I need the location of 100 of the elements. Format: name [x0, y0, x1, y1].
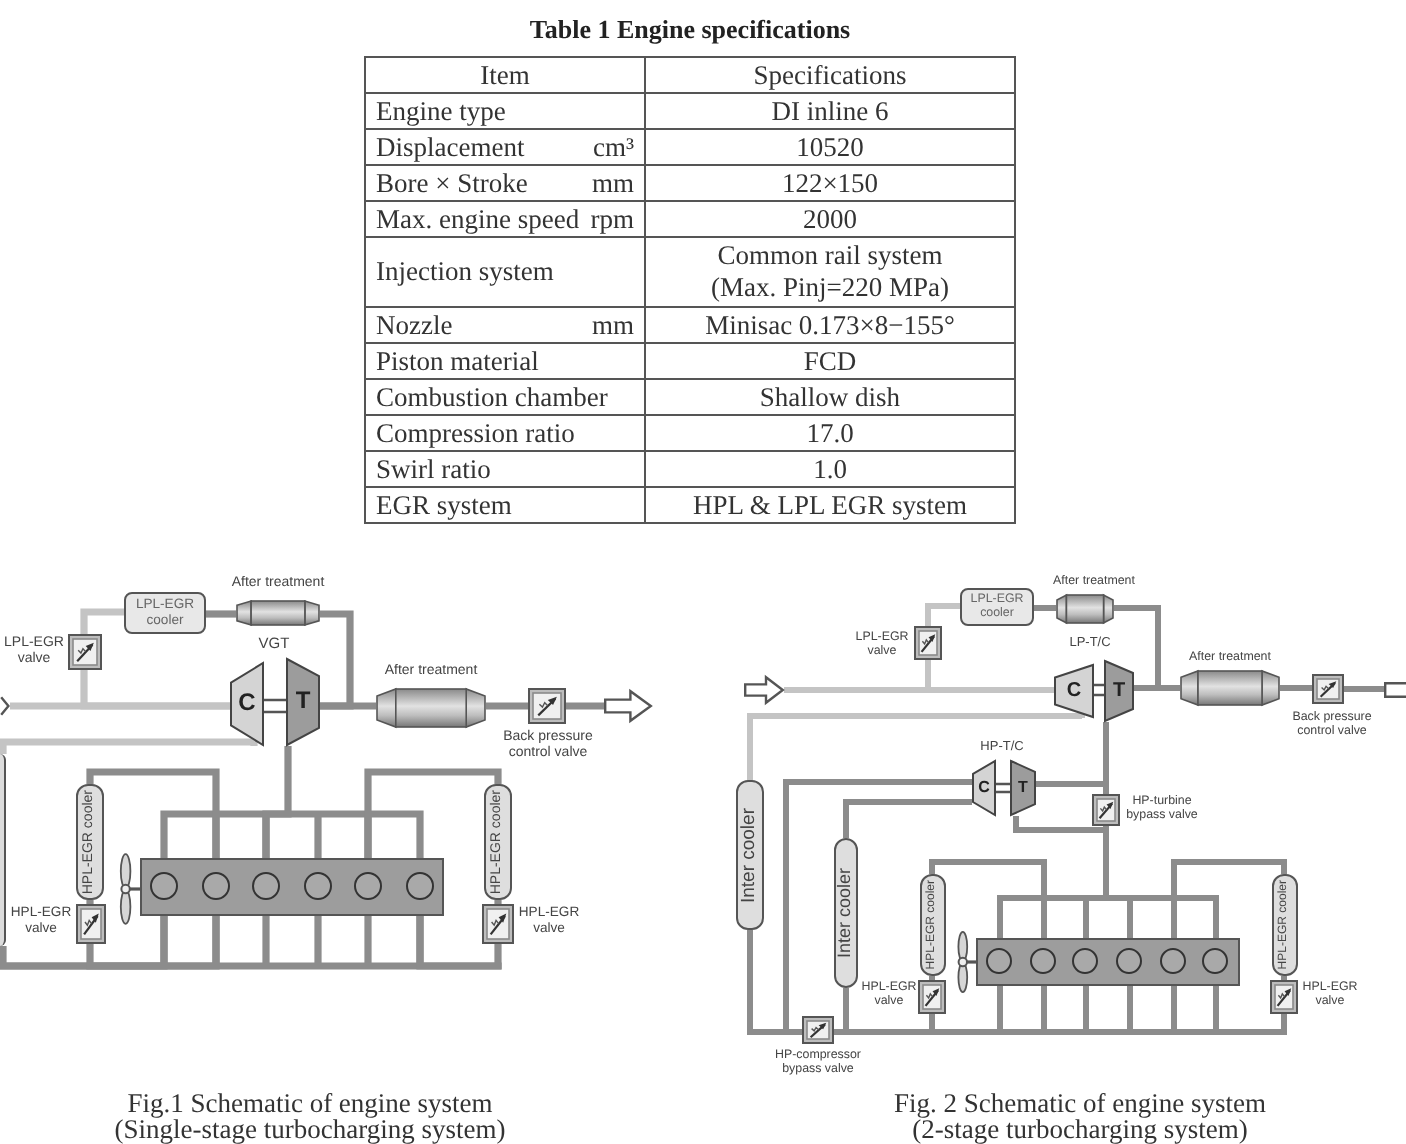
pipe [416, 916, 502, 970]
table-title: Table 1 Engine specifications [529, 16, 851, 46]
valve-icon [1092, 794, 1120, 826]
turbine-label: T [1112, 680, 1126, 702]
turbo-shaft [262, 698, 288, 714]
spec-value: Common rail system (Max. Pinj=220 MPa) [709, 240, 951, 304]
cooler-box [484, 784, 512, 900]
pipe [364, 768, 502, 858]
pipe [843, 799, 972, 838]
turbine-label: T [295, 688, 311, 716]
item-name: Swirl ratio [376, 453, 491, 485]
cooler-box [920, 874, 946, 976]
pipe [1213, 986, 1287, 1035]
spec-value: 17.0 [806, 417, 854, 449]
valve-icon [1270, 980, 1298, 1014]
item-name: Bore × Stroke [376, 167, 528, 199]
pipe [86, 768, 220, 858]
item-name: Combustion chamber [376, 381, 608, 413]
engine-block [976, 938, 1240, 986]
item-name: Nozzle [376, 309, 453, 341]
aftertreatment-canister [236, 600, 320, 626]
turbine-shape [286, 658, 320, 746]
cropped-cooler [0, 754, 6, 946]
valve-icon [1312, 674, 1344, 704]
compressor-label: C [978, 779, 990, 797]
valve-icon [68, 634, 102, 670]
spec-value: Minisac 0.173×8−155° [705, 309, 955, 341]
pipe [1280, 685, 1312, 691]
figure-caption: Fig. 2 Schematic of engine system (2-stage turbocharging system) [892, 1090, 1268, 1142]
spec-value: HPL & LPL EGR system [692, 489, 967, 521]
chevron-tip [0, 696, 10, 716]
compressor-label: C [1066, 680, 1082, 702]
pipe [925, 660, 1054, 693]
cooler-box [1272, 874, 1298, 976]
valve-icon [528, 688, 566, 724]
spec-value: DI inline 6 [771, 95, 889, 127]
aftertreatment-canister [376, 688, 486, 728]
figure-caption: Fig.1 Schematic of engine system (Single-stage turbocharging system) [112, 1090, 508, 1142]
item-name: Engine type [376, 95, 506, 127]
compressor-label: C [238, 690, 256, 718]
turbo-shaft [1092, 683, 1106, 697]
turbine-shape [1104, 660, 1134, 722]
pipe [1281, 976, 1287, 980]
valve-icon [914, 626, 942, 660]
cooler-box [736, 780, 764, 930]
unit-label: rpm [590, 203, 634, 235]
spec-value: 2000 [803, 203, 857, 235]
pipe [80, 608, 124, 634]
compressor-shape [972, 760, 996, 816]
pipe [925, 603, 960, 626]
compressor-shape [1054, 664, 1094, 718]
turbine-label: T [1018, 779, 1028, 797]
item-name: Max. engine speed [376, 203, 580, 235]
hollow-arrow [604, 690, 652, 722]
unit-label: cm³ [592, 131, 634, 163]
pipe [320, 610, 354, 710]
pipe [86, 900, 94, 904]
cooler-label: Inter cooler [739, 807, 761, 903]
pipe [262, 746, 292, 858]
item-name: Injection system [376, 256, 554, 288]
unit-label: mm [591, 167, 634, 199]
cooler-box [124, 592, 206, 634]
valve-icon [482, 904, 514, 944]
spec-value: FCD [803, 345, 857, 377]
pipe [80, 670, 230, 710]
valve-icon [918, 980, 946, 1014]
spec-value: 1.0 [813, 453, 847, 485]
valve-icon [802, 1016, 834, 1044]
pipe [1034, 605, 1056, 611]
pipe [1344, 686, 1384, 692]
cooler-box [834, 838, 858, 988]
pipe [494, 900, 502, 904]
item-name: Displacement [376, 131, 525, 163]
pipe [486, 702, 528, 710]
compressor-shape [230, 662, 264, 746]
turbo-shaft [994, 782, 1012, 794]
pipe [0, 916, 168, 970]
hollow-arrow [744, 676, 784, 704]
engine-block [140, 858, 444, 916]
pipe [206, 610, 236, 618]
pipe [929, 976, 935, 980]
cropped-block-shape [1384, 682, 1406, 698]
spec-value: Shallow dish [759, 381, 901, 413]
cooler-label: Inter cooler [836, 867, 856, 959]
pipe [566, 702, 604, 710]
pipe [747, 713, 1085, 780]
pipe [0, 738, 258, 754]
item-name: Piston material [376, 345, 539, 377]
aftertreatment-canister [1056, 594, 1114, 624]
cooler-box [76, 784, 104, 900]
pipe [1114, 605, 1161, 691]
column-header: Specifications [753, 59, 907, 91]
cooler-box [960, 588, 1034, 626]
item-name: EGR system [376, 489, 512, 521]
turbine-shape [1010, 760, 1036, 816]
spec-value: 122×150 [781, 167, 879, 199]
aftertreatment-canister [1180, 670, 1280, 706]
spec-value: 10520 [796, 131, 864, 163]
column-header: Item [480, 59, 530, 91]
item-name: Compression ratio [376, 417, 575, 449]
